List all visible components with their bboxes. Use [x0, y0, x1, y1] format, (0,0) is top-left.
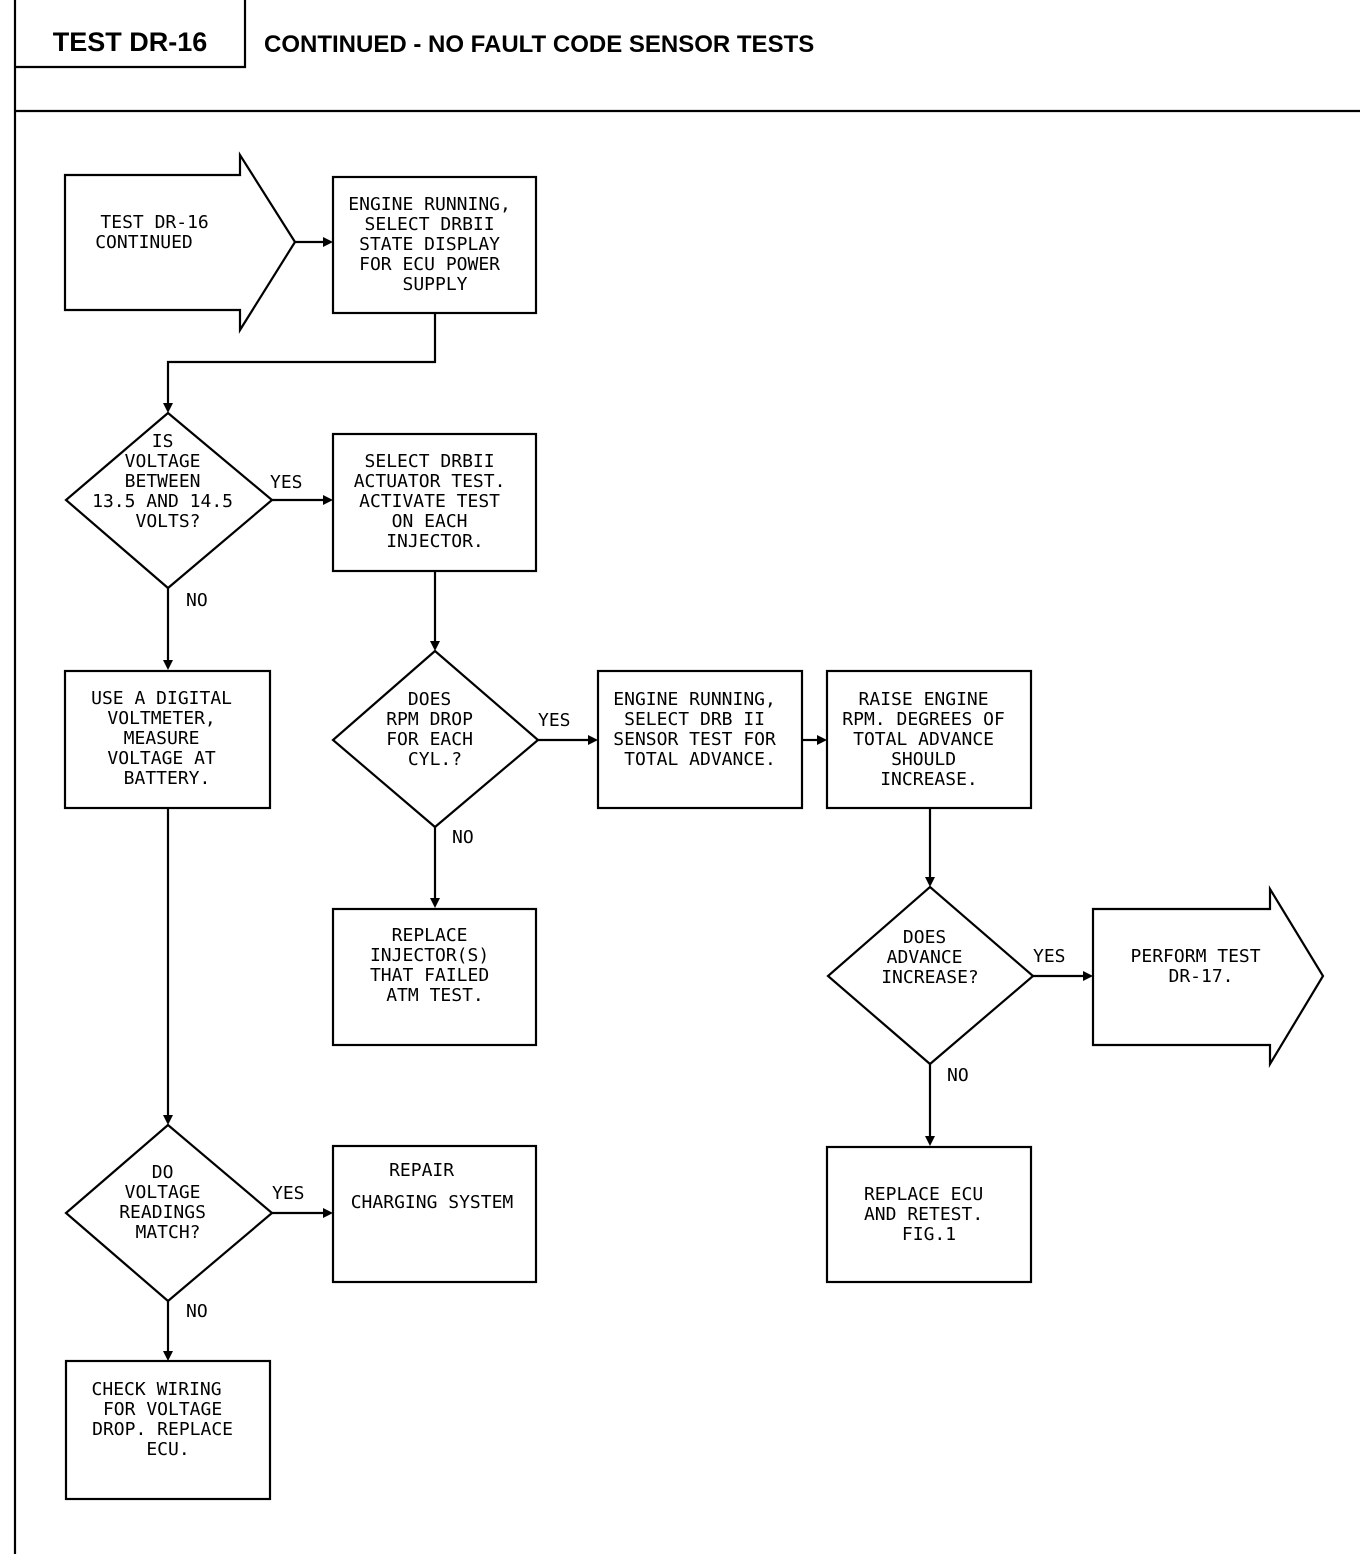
rpm-drop-diamond [331, 649, 540, 829]
start-text: TEST DR-16 CONTINUED [95, 212, 219, 253]
advance-increase-diamond [826, 885, 1035, 1066]
perform-dr17-node: PERFORM TEST DR-17. [1091, 885, 1325, 1068]
raise-rpm-text: RAISE ENGINE RPM. DEGREES OF TOTAL ADVAN… [842, 689, 1015, 790]
replace-ecu-step-box: REPLACE ECU AND RETEST. FIG.1 [825, 1145, 1033, 1284]
perform-dr17-text: PERFORM TEST DR-17. [1131, 946, 1272, 987]
digital-voltmeter-step-box: USE A DIGITAL VOLTMETER, MEASURE VOLTAGE… [63, 669, 272, 810]
replace-injectors-step-box: REPLACE INJECTOR(S) THAT FAILED ATM TEST… [331, 907, 538, 1047]
yes-label: YES [538, 710, 571, 731]
arrowhead [323, 1208, 333, 1218]
perform-dr17-arrow-shape [1091, 885, 1325, 1068]
check-wiring-box-shape [64, 1359, 272, 1501]
raise-rpm-step-box: RAISE ENGINE RPM. DEGREES OF TOTAL ADVAN… [825, 669, 1033, 810]
replace-ecu-text: REPLACE ECU AND RETEST. FIG.1 [864, 1184, 994, 1245]
no-label: NO [452, 827, 474, 848]
repair-charging-text: REPAIR CHARGING SYSTEM [351, 1160, 514, 1213]
advance-increase-decision: DOES ADVANCE INCREASE? [826, 885, 1035, 1066]
page-title: CONTINUED - NO FAULT CODE SENSOR TESTS [264, 31, 814, 58]
repair-charging-step-box: REPAIR CHARGING SYSTEM [331, 1144, 538, 1284]
rpm-drop-decision: DOES RPM DROP FOR EACH CYL.? [331, 649, 540, 829]
sensor-test-step-box: ENGINE RUNNING, SELECT DRB II SENSOR TES… [596, 669, 804, 810]
start-arrow-shape [63, 151, 297, 334]
arrowhead [588, 735, 598, 745]
arrowhead [430, 641, 440, 651]
yes-label: YES [272, 1183, 305, 1204]
arrowhead [163, 1351, 173, 1361]
arrowhead [163, 403, 173, 413]
no-label: NO [947, 1065, 969, 1086]
arrowhead [925, 1136, 935, 1146]
actuator-test-text: SELECT DRBII ACTUATOR TEST. ACTIVATE TES… [354, 451, 517, 552]
replace-injectors-text: REPLACE INJECTOR(S) THAT FAILED ATM TEST… [370, 925, 500, 1006]
readings-match-diamond [64, 1123, 274, 1303]
no-label: NO [186, 1301, 208, 1322]
ecu-power-step-box: ENGINE RUNNING, SELECT DRBII STATE DISPL… [331, 175, 538, 315]
arrowhead [323, 495, 333, 505]
raise-rpm-box-shape [825, 669, 1033, 810]
yes-label: YES [1033, 946, 1066, 967]
actuator-test-step-box: SELECT DRBII ACTUATOR TEST. ACTIVATE TES… [331, 432, 538, 573]
arrowhead [1083, 971, 1093, 981]
readings-match-text: DO VOLTAGE READINGS MATCH? [119, 1162, 217, 1243]
check-wiring-step-box: CHECK WIRING FOR VOLTAGE DROP. REPLACE E… [64, 1359, 272, 1501]
check-wiring-text: CHECK WIRING FOR VOLTAGE DROP. REPLACE E… [92, 1379, 244, 1460]
replace-injectors-box-shape [331, 907, 538, 1047]
branch-labels: YES NO YES NO YES NO YES NO [186, 472, 1066, 1322]
ecu-power-box-shape [331, 175, 538, 315]
no-label: NO [186, 590, 208, 611]
arrowhead [430, 898, 440, 908]
yes-label: YES [270, 472, 303, 493]
digital-voltmeter-text: USE A DIGITAL VOLTMETER, MEASURE VOLTAGE… [91, 688, 243, 789]
readings-match-decision: DO VOLTAGE READINGS MATCH? [64, 1123, 274, 1303]
arrowhead [817, 735, 827, 745]
digital-voltmeter-box-shape [63, 669, 272, 810]
page-header: TEST DR-16 CONTINUED - NO FAULT CODE SEN… [13, 0, 1360, 1554]
start-node: TEST DR-16 CONTINUED [63, 151, 297, 334]
replace-ecu-box-shape [825, 1145, 1033, 1284]
arrowhead [163, 1115, 173, 1125]
sensor-test-text: ENGINE RUNNING, SELECT DRB II SENSOR TES… [613, 689, 786, 770]
ecu-power-text: ENGINE RUNNING, SELECT DRBII STATE DISPL… [348, 194, 521, 295]
rpm-drop-text: DOES RPM DROP FOR EACH CYL.? [386, 689, 484, 770]
voltage-check-diamond [64, 411, 274, 590]
sensor-test-box-shape [596, 669, 804, 810]
arrowhead [925, 877, 935, 887]
test-code-box [15, 0, 247, 69]
connectors [163, 237, 1093, 1361]
arrowhead [323, 237, 333, 247]
repair-charging-box-shape [331, 1144, 538, 1284]
voltage-check-decision: IS VOLTAGE BETWEEN 13.5 AND 14.5 VOLTS? [64, 411, 274, 590]
edge-ecu-power-to-voltage-check [166, 313, 437, 404]
voltage-check-text: IS VOLTAGE BETWEEN 13.5 AND 14.5 VOLTS? [92, 431, 244, 532]
advance-increase-text: DOES ADVANCE INCREASE? [881, 927, 979, 988]
actuator-test-box-shape [331, 432, 538, 573]
test-code-label: TEST DR-16 [53, 27, 208, 57]
arrowhead [163, 660, 173, 670]
